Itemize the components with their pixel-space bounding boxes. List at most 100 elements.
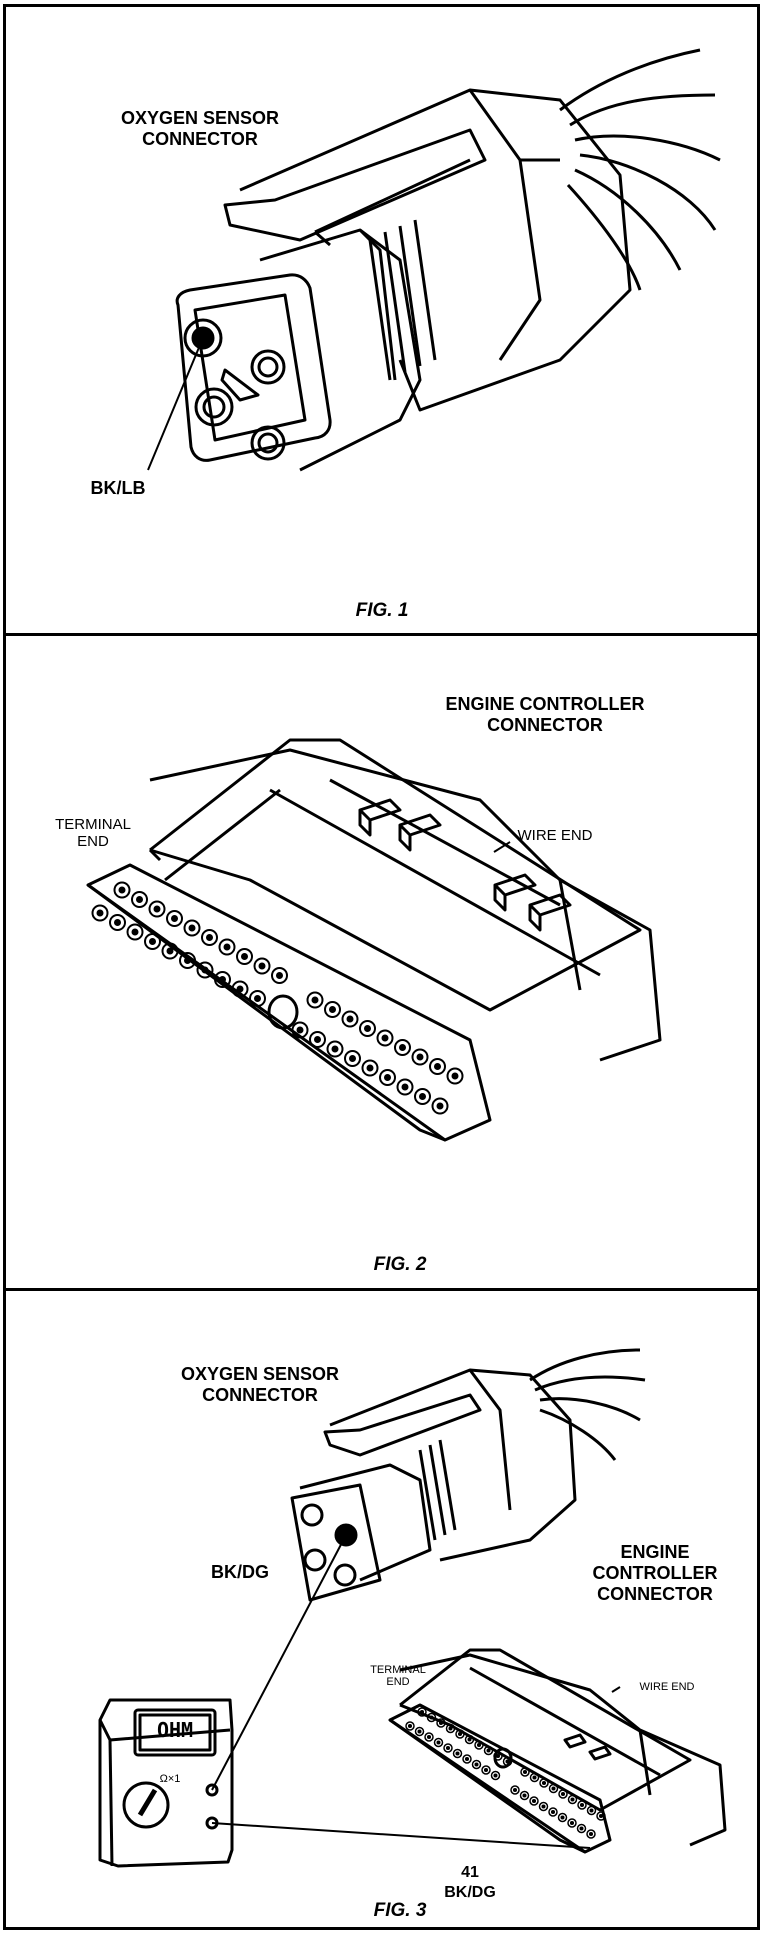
terminal-cavity <box>482 1766 490 1774</box>
terminal-pin <box>447 1747 450 1750</box>
terminal-pin <box>348 1017 353 1022</box>
terminal-pin <box>98 911 103 916</box>
terminal-cavity <box>494 1752 502 1760</box>
page-border <box>3 4 760 1930</box>
terminal-pin <box>456 1752 459 1755</box>
terminal-pin <box>514 1789 517 1792</box>
terminal-cavity <box>220 940 235 955</box>
terminal-pin <box>115 920 120 925</box>
fig3-caption: FIG. 3 <box>373 1900 427 1921</box>
terminal-pin <box>255 996 260 1001</box>
terminal-cavity <box>531 1774 539 1782</box>
terminal-cavity <box>473 1761 481 1769</box>
terminal-pin <box>600 1815 603 1818</box>
terminal-pin <box>350 1056 355 1061</box>
terminal-pin <box>494 1774 497 1777</box>
fig3-ecu-connector-label: ENGINE CONTROLLER CONNECTOR <box>570 1542 740 1605</box>
terminal-pin <box>453 1074 458 1079</box>
terminal-pin <box>428 1736 431 1739</box>
fig2-wire-end-label: WIRE END <box>517 827 593 844</box>
terminal-cavity <box>345 1051 360 1066</box>
terminal-cavity <box>540 1779 548 1787</box>
terminal-cavity <box>360 1021 375 1036</box>
terminal-pin <box>190 926 195 931</box>
terminal-pin <box>225 945 230 950</box>
terminal-pin <box>133 930 138 935</box>
terminal-cavity <box>475 1741 483 1749</box>
terminal-cavity <box>597 1812 605 1820</box>
terminal-pin <box>437 1741 440 1744</box>
terminal-pin <box>590 1833 593 1836</box>
terminal-pin <box>430 1716 433 1719</box>
terminal-cavity <box>568 1819 576 1827</box>
terminal-pin <box>203 968 208 973</box>
terminal-pin <box>543 1782 546 1785</box>
terminal-cavity <box>325 1002 340 1017</box>
terminal-cavity <box>202 930 217 945</box>
fig3-wire-end-label: WIRE END <box>639 1681 695 1693</box>
terminal-pin <box>552 1787 555 1790</box>
terminal-pin <box>150 939 155 944</box>
fig3-ecu-pin-wire: BK/DG <box>444 1884 496 1901</box>
terminal-pin <box>242 954 247 959</box>
terminal-cavity <box>413 1050 428 1065</box>
terminal-pin <box>238 987 243 992</box>
terminal-pin <box>506 1760 509 1763</box>
terminal-cavity <box>343 1012 358 1027</box>
terminal-cavity <box>578 1825 586 1833</box>
terminal-pin <box>385 1075 390 1080</box>
terminal-cavity <box>435 1739 443 1747</box>
figure-divider-2 <box>3 1288 760 1291</box>
terminal-cavity <box>448 1069 463 1084</box>
fig2-pin-array <box>0 0 768 1290</box>
fig1-caption: FIG. 1 <box>355 600 409 621</box>
terminal-pin <box>478 1744 481 1747</box>
terminal-cavity <box>418 1708 426 1716</box>
terminal-pin <box>418 1055 423 1060</box>
terminal-cavity <box>250 991 265 1006</box>
fig3-ecu-pin-number: 41 <box>461 1864 479 1881</box>
fig3-ecu-connector-line1: ENGINE <box>620 1542 690 1562</box>
terminal-cavity <box>511 1786 519 1794</box>
terminal-cavity <box>128 925 143 940</box>
terminal-pin <box>561 1816 564 1819</box>
terminal-pin <box>365 1026 370 1031</box>
terminal-pin <box>533 1800 536 1803</box>
terminal-pin <box>459 1733 462 1736</box>
terminal-cavity <box>492 1772 500 1780</box>
terminal-cavity <box>454 1750 462 1758</box>
terminal-pin <box>185 958 190 963</box>
terminal-cavity <box>310 1032 325 1047</box>
terminal-pin <box>523 1794 526 1797</box>
terminal-cavity <box>447 1725 455 1733</box>
terminal-cavity <box>163 944 178 959</box>
terminal-pin <box>420 1094 425 1099</box>
fig3-ecu-connector-line2: CONTROLLER <box>592 1563 718 1583</box>
terminal-cavity <box>456 1730 464 1738</box>
terminal-pin <box>421 1711 424 1714</box>
terminal-pin <box>533 1776 536 1779</box>
terminal-cavity <box>308 993 323 1008</box>
terminal-pin <box>497 1755 500 1758</box>
terminal-cavity <box>588 1807 596 1815</box>
fig3-terminal-end-label: TERMINAL END <box>358 1664 438 1688</box>
terminal-pin <box>172 916 177 921</box>
terminal-cavity <box>437 1719 445 1727</box>
terminal-pin <box>571 1822 574 1825</box>
terminal-cavity <box>237 949 252 964</box>
terminal-cavity <box>521 1792 529 1800</box>
terminal-pin <box>220 977 225 982</box>
terminal-pin <box>403 1085 408 1090</box>
terminal-pin <box>298 1028 303 1033</box>
terminal-pin <box>207 935 212 940</box>
fig2-caption: FIG. 2 <box>373 1254 427 1275</box>
fig1-connector-label-line2: CONNECTOR <box>142 129 258 149</box>
fig2-connector-label-line1: ENGINE CONTROLLER <box>445 694 645 714</box>
terminal-cavity <box>167 911 182 926</box>
terminal-pin <box>120 888 125 893</box>
terminal-pin <box>435 1064 440 1069</box>
fig1-pin-label: BK/LB <box>90 478 146 498</box>
terminal-pin <box>571 1798 574 1801</box>
terminal-cavity <box>530 1797 538 1805</box>
